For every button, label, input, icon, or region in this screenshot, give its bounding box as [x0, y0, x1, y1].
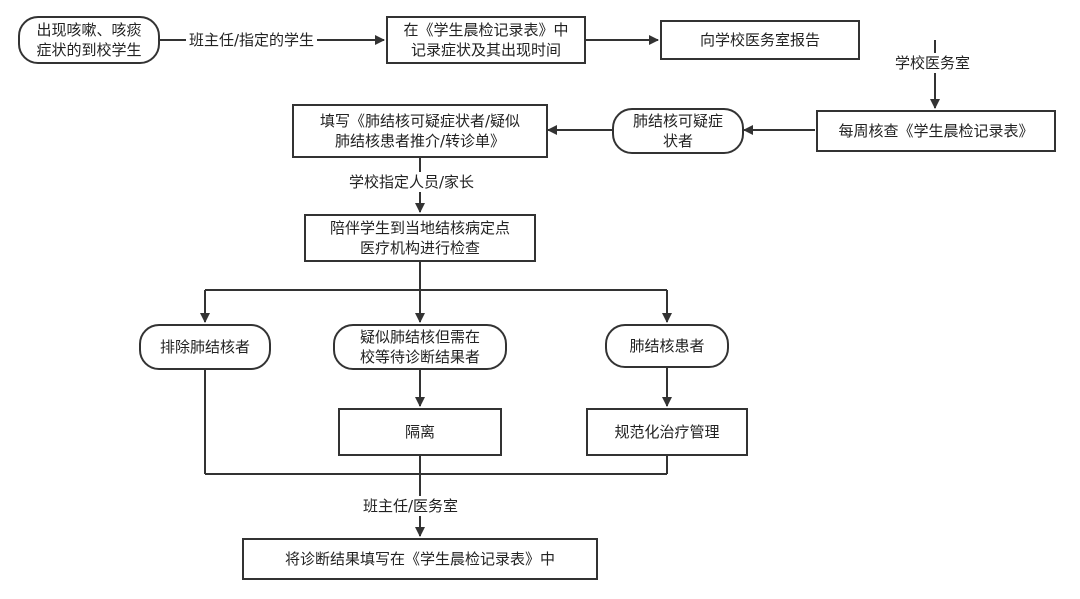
node-text-line: 肺结核患者推介/转诊单》 [334, 132, 506, 150]
node-text-line: 医疗机构进行检查 [359, 239, 480, 257]
node-text-line: 陪伴学生到当地结核病定点 [329, 219, 510, 237]
node-text-line: 疑似肺结核但需在 [359, 328, 480, 346]
node-text-line: 校等待诊断结果者 [359, 348, 480, 366]
node-excluded: 排除肺结核者 [139, 324, 271, 370]
node-accompany-exam: 陪伴学生到当地结核病定点医疗机构进行检查 [304, 214, 536, 262]
node-weekly-check: 每周核查《学生晨检记录表》 [816, 110, 1056, 152]
node-report-clinic: 向学校医务室报告 [660, 20, 860, 60]
node-text-line: 状者 [662, 132, 693, 150]
edge-label-school-staff-parent: 学校指定人员/家长 [346, 172, 478, 192]
node-suspected-waiting: 疑似肺结核但需在校等待诊断结果者 [333, 324, 507, 370]
node-text-line: 症状的到校学生 [36, 41, 142, 59]
node-text-line: 出现咳嗽、咳痰 [36, 21, 142, 39]
node-text: 隔离 [404, 423, 435, 441]
node-text: 规范化治疗管理 [614, 423, 720, 441]
node-suspected-symptoms: 肺结核可疑症状者 [612, 108, 744, 154]
node-text: 肺结核患者 [629, 337, 705, 355]
node-record-diagnosis: 将诊断结果填写在《学生晨检记录表》中 [242, 538, 598, 580]
edge-label-class-teacher-student: 班主任/指定的学生 [186, 30, 318, 50]
node-record-symptoms: 在《学生晨检记录表》中记录症状及其出现时间 [386, 16, 586, 64]
node-text: 每周核查《学生晨检记录表》 [838, 122, 1034, 140]
node-text-line: 填写《肺结核可疑症状者/疑似 [319, 112, 521, 130]
edge-label-school-clinic: 学校医务室 [892, 53, 974, 73]
node-standard-treatment: 规范化治疗管理 [586, 408, 748, 456]
node-text: 向学校医务室报告 [699, 31, 820, 49]
node-tb-patient: 肺结核患者 [605, 324, 729, 368]
node-isolation: 隔离 [338, 408, 502, 456]
node-text: 排除肺结核者 [159, 338, 250, 356]
node-text-line: 肺结核可疑症 [632, 112, 723, 130]
edge-label-teacher-clinic: 班主任/医务室 [360, 496, 462, 516]
node-text-line: 记录症状及其出现时间 [410, 41, 561, 59]
node-text-line: 在《学生晨检记录表》中 [403, 21, 569, 39]
node-cough-students: 出现咳嗽、咳痰症状的到校学生 [18, 16, 160, 64]
node-text: 将诊断结果填写在《学生晨检记录表》中 [284, 550, 555, 568]
node-referral-form: 填写《肺结核可疑症状者/疑似肺结核患者推介/转诊单》 [292, 104, 548, 158]
